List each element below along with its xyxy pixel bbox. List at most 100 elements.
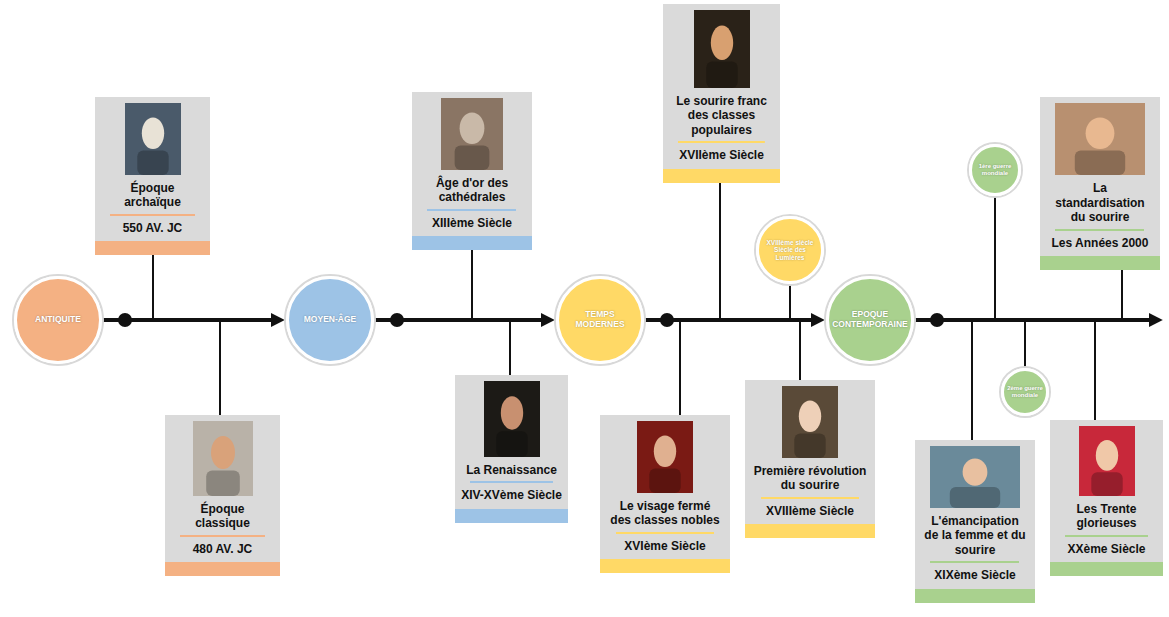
portrait-illustration <box>1079 426 1135 496</box>
portrait-body <box>1091 472 1122 496</box>
era-label: MOYEN-ÂGE <box>290 315 370 325</box>
circle-fill <box>16 278 101 363</box>
timeline-card: La RenaissanceXIV-XVème Siècle <box>455 375 568 523</box>
event-label: XVIIIème siècle Siècle des Lumières <box>762 239 818 261</box>
card-date: XVIème Siècle <box>604 539 726 553</box>
color-bar <box>1050 562 1163 576</box>
timeline-card: Le sourire franc des classes populairesX… <box>663 4 780 183</box>
circle-ring <box>285 275 375 365</box>
portrait-face <box>799 400 821 432</box>
event-label: 2ème guerre mondiale <box>1004 385 1046 399</box>
leader-line <box>152 255 154 320</box>
circle-ring <box>825 275 915 365</box>
leader-line <box>1094 320 1096 420</box>
portrait-background <box>193 421 253 496</box>
card-title: Première révolution du sourire <box>753 464 867 499</box>
event-circle: 1ère guerre mondiale <box>967 142 1023 198</box>
timeline-card: Époque archaïque 550 AV. JC <box>95 97 210 255</box>
portrait-background <box>484 381 540 457</box>
color-bar <box>455 509 568 523</box>
portrait-illustration <box>637 421 693 493</box>
portrait-background <box>782 386 838 458</box>
card-date: XXème Siècle <box>1054 542 1159 556</box>
leader-line <box>1024 320 1026 367</box>
card-date: XIIIème Siècle <box>416 216 528 230</box>
circle-fill <box>828 278 913 363</box>
card-date: 550 AV. JC <box>99 221 206 235</box>
portrait-face <box>211 436 235 469</box>
portrait-face <box>460 112 485 144</box>
event-label: 1ère guerre mondiale <box>973 163 1017 177</box>
timeline-card: Époque classique480 AV. JC <box>165 415 280 576</box>
color-bar <box>915 589 1035 603</box>
card-title: Âge d'or des cathédrales <box>420 176 524 211</box>
portrait-background <box>930 446 1020 508</box>
circle-fill <box>1003 370 1048 415</box>
circle-fill <box>758 218 823 283</box>
portrait-face <box>500 396 522 429</box>
color-bar <box>95 241 210 255</box>
era-circle: EPOQUE CONTEMPORAINE <box>824 274 916 366</box>
card-date: Les Années 2000 <box>1044 236 1156 250</box>
leader-line <box>994 197 996 320</box>
portrait-body <box>137 150 168 174</box>
timeline-arrow <box>645 318 815 322</box>
leader-line <box>719 183 721 320</box>
card-title: Époque archaïque <box>103 181 202 216</box>
portrait-illustration <box>125 103 181 175</box>
portrait-body <box>794 434 825 458</box>
color-bar <box>412 236 532 250</box>
portrait-body <box>206 471 240 497</box>
timeline-card: L'émancipation de la femme et du sourire… <box>915 440 1035 603</box>
card-title: La standardisation du sourire <box>1048 181 1152 230</box>
portrait-face <box>1086 118 1115 150</box>
circle-fill <box>558 278 643 363</box>
era-label: EPOQUE CONTEMPORAINE <box>830 310 910 330</box>
era-label: ANTIQUITE <box>18 315 98 325</box>
era-circle: TEMPS MODERNES <box>554 274 646 366</box>
card-title: Le sourire franc des classes populaires <box>671 94 772 143</box>
card-title: Le visage fermé des classes nobles <box>608 499 722 534</box>
portrait-illustration <box>1055 103 1145 175</box>
circle-fill <box>288 278 373 363</box>
timeline-card: Le visage fermé des classes noblesXVIème… <box>600 415 730 573</box>
portrait-background <box>125 103 181 175</box>
card-title: La Renaissance <box>463 463 560 483</box>
circle-ring <box>1000 367 1050 417</box>
era-label: TEMPS MODERNES <box>560 310 640 330</box>
leader-line <box>799 320 801 380</box>
portrait-illustration <box>484 381 540 457</box>
color-bar <box>745 524 875 538</box>
portrait-body <box>649 469 680 493</box>
era-circle: MOYEN-ÂGE <box>284 274 376 366</box>
leader-line <box>1121 270 1123 320</box>
portrait-background <box>1055 103 1145 175</box>
portrait-body <box>706 61 737 88</box>
event-circle: XVIIIème siècle Siècle des Lumières <box>754 214 826 286</box>
leader-lines <box>153 183 1122 440</box>
portrait-illustration <box>782 386 838 458</box>
portrait-illustration <box>193 421 253 496</box>
color-bar <box>600 559 730 573</box>
portrait-background <box>1079 426 1135 496</box>
portrait-illustration <box>694 10 750 88</box>
leader-line <box>471 250 473 320</box>
timeline-tail-arrow <box>915 318 1153 322</box>
color-bar <box>165 562 280 576</box>
card-date: XVIIIème Siècle <box>749 504 871 518</box>
portrait-background <box>637 421 693 493</box>
card-title: Les Trente glorieuses <box>1058 502 1155 537</box>
portrait-background <box>694 10 750 88</box>
circle-ring <box>755 215 825 285</box>
portrait-face <box>710 26 732 60</box>
portrait-face <box>1095 440 1117 471</box>
color-bar <box>663 169 780 183</box>
era-circle: ANTIQUITE <box>12 274 104 366</box>
card-date: 480 AV. JC <box>169 542 276 556</box>
portrait-body <box>496 431 527 457</box>
portrait-face <box>141 117 163 149</box>
portrait-background <box>441 98 503 170</box>
portrait-body <box>950 487 1000 508</box>
leader-line <box>679 320 681 415</box>
